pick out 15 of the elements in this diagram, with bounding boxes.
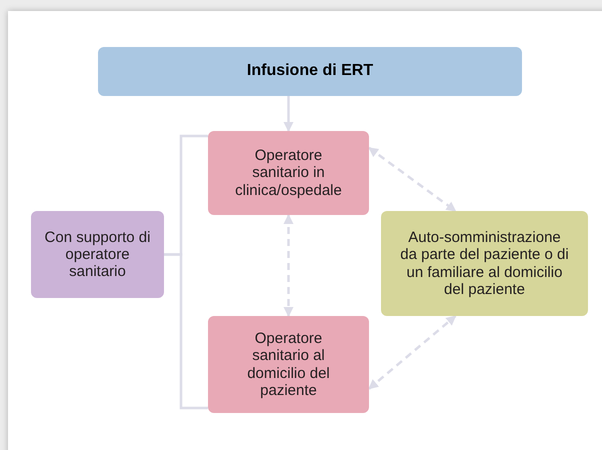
arrow [368, 146, 456, 212]
process-box [31, 211, 164, 298]
arrow [284, 214, 294, 317]
arrow [368, 315, 456, 390]
process-box [381, 211, 588, 316]
box-label: Con supporto di operatore sanitario [44, 228, 152, 280]
box-label: Infusione di ERT [246, 62, 374, 81]
box-label: Auto-somministrazione da parte del paziente o di un familiare al domicilio del paziente [399, 229, 570, 298]
box-label: Operatore sanitario al domicilio del paziente [246, 330, 331, 399]
box-label: Operatore sanitario in clinica/ospedale [234, 147, 343, 199]
process-box [98, 47, 522, 96]
process-box [208, 131, 369, 215]
process-box [208, 316, 369, 413]
arrow [284, 96, 294, 132]
bracket-connector [164, 253, 208, 410]
